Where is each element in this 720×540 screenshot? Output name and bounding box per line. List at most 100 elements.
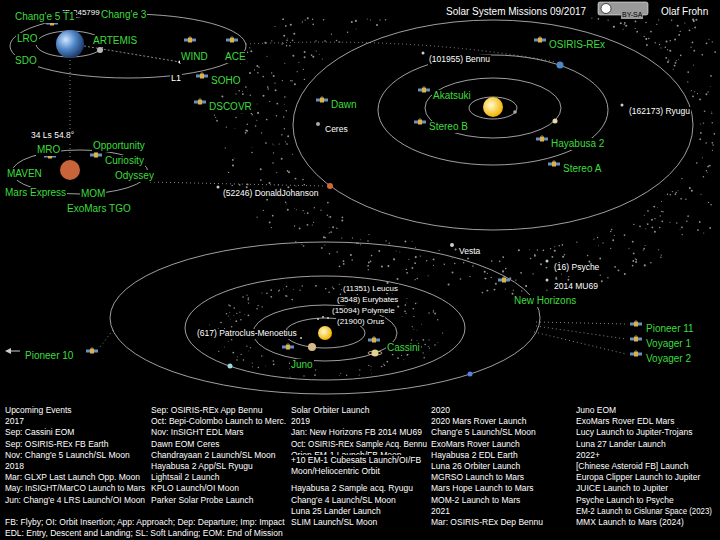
asteroid-dot: [294, 83, 296, 85]
spacecraft-icon: [194, 98, 206, 105]
asteroid-dot: [551, 256, 553, 258]
body-label: (101955) Bennu: [428, 55, 491, 65]
asteroid-dot: [689, 187, 691, 189]
asteroid-dot: [393, 258, 394, 259]
asteroid-dot: [226, 126, 227, 127]
asteroid-dot: [281, 134, 282, 135]
event-line: Hayabusa 2 EDL Earth: [430, 450, 519, 461]
asteroid-dot: [520, 272, 522, 274]
asteroid-dot: [460, 278, 462, 280]
asteroid-dot: [385, 19, 386, 20]
asteroid-dot: [415, 303, 417, 305]
asteroid-dot: [405, 304, 407, 306]
asteroid-dot: [359, 239, 361, 241]
asteroid-dot: [484, 278, 485, 279]
asteroid-dot: [710, 75, 712, 77]
asteroid-dot: [532, 273, 533, 274]
mission-label: Juno: [290, 359, 314, 371]
asteroid-dot: [598, 245, 600, 247]
asteroid-dot: [285, 25, 287, 27]
event-line: Nov: Chang'e 5 Launch/SL Moon: [4, 450, 131, 461]
spacecraft-icon: [316, 96, 328, 103]
asteroid-dot: [257, 72, 259, 74]
asteroid-dot: [600, 275, 601, 276]
asteroid-dot: [216, 120, 218, 122]
asteroid-dot: [632, 260, 634, 262]
asteroid-dot: [330, 231, 332, 233]
asteroid-dot: [646, 44, 648, 46]
asteroid-dot: [673, 69, 674, 70]
asteroid-dot: [247, 52, 249, 54]
event-line: 2022+: [575, 450, 601, 461]
earth-inner-link: [246, 42, 556, 62]
asteroid-dot: [653, 206, 655, 208]
spacecraft-icon: [536, 135, 548, 142]
asteroid-dot: [267, 86, 269, 88]
asteroid-dot: [599, 258, 601, 260]
asteroid-dot: [240, 62, 242, 64]
asteroid-dot: [624, 234, 626, 236]
asteroid-dot: [685, 199, 686, 200]
body-label-holder: (617) Patroclus-Menoetius: [196, 322, 298, 340]
mission-label-holder: Voyager 1: [645, 333, 692, 351]
asteroid-dot: [691, 190, 693, 192]
mission-label: Stereo A: [562, 163, 602, 175]
asteroid-dot: [381, 265, 383, 267]
asteroid-dot: [247, 123, 248, 124]
body-label-holder: (101955) Bennu: [428, 48, 491, 66]
asteroid-dot: [692, 95, 694, 97]
asteroid-dot: [323, 19, 324, 20]
mission-label: SOHO: [210, 75, 241, 87]
asteroid-dot: [437, 342, 439, 344]
asteroid-dot: [302, 179, 304, 181]
body-label-holder: L1: [170, 67, 182, 85]
asteroid-dot: [454, 263, 455, 264]
asteroid-dot: [550, 248, 551, 249]
asteroid-dot: [340, 373, 341, 374]
asteroid-dot: [635, 28, 636, 29]
voyager-2-trajectory: [534, 332, 626, 354]
asteroid-dot: [290, 24, 292, 26]
asteroid-dot: [263, 210, 264, 211]
asteroid-dot: [303, 69, 304, 70]
asteroid-dot: [368, 234, 369, 235]
asteroid-dot: [265, 142, 267, 144]
mission-label-holder: Stereo B: [428, 116, 469, 134]
asteroid-dot: [261, 292, 262, 293]
asteroid-dot: [303, 375, 304, 376]
mission-label: Dawn: [330, 99, 358, 111]
asteroid-dot: [302, 285, 303, 286]
asteroid-dot: [433, 310, 434, 311]
asteroid-dot: [428, 275, 429, 276]
asteroid-dot: [401, 316, 403, 318]
asteroid-dot: [284, 96, 286, 98]
asteroid-dot: [246, 130, 248, 132]
asteroid-dot: [351, 259, 352, 260]
trojan-body: [327, 317, 329, 319]
mission-label-holder: SDO: [14, 50, 38, 68]
asteroid-dot: [689, 29, 691, 31]
asteroid-dot: [700, 194, 701, 195]
spacecraft-icon: [414, 118, 426, 125]
sun: [483, 97, 503, 117]
body-label-holder: (162173) Ryugu: [628, 100, 691, 118]
asteroid-dot: [359, 374, 360, 375]
asteroid-dot: [518, 249, 520, 251]
asteroid-dot: [234, 157, 236, 159]
asteroid-dot: [351, 21, 353, 23]
mission-label: LRO: [16, 33, 39, 45]
asteroid-dot: [696, 162, 698, 164]
asteroid-dot: [554, 246, 555, 247]
asteroid-dot: [646, 38, 647, 39]
event-line: Hayabusa 2 Sample acq. Ryugu: [290, 483, 414, 494]
uranus-planet: [228, 364, 233, 369]
asteroid-dot: [252, 114, 253, 115]
asteroid-dot: [231, 339, 232, 340]
asteroid-dot: [324, 40, 326, 42]
asteroid-dot: [276, 172, 277, 173]
asteroid-dot: [414, 262, 416, 264]
asteroid-dot: [371, 366, 372, 367]
body-label-holder: 34 Ls 54.8°: [30, 124, 75, 142]
asteroid-dot: [691, 90, 692, 91]
